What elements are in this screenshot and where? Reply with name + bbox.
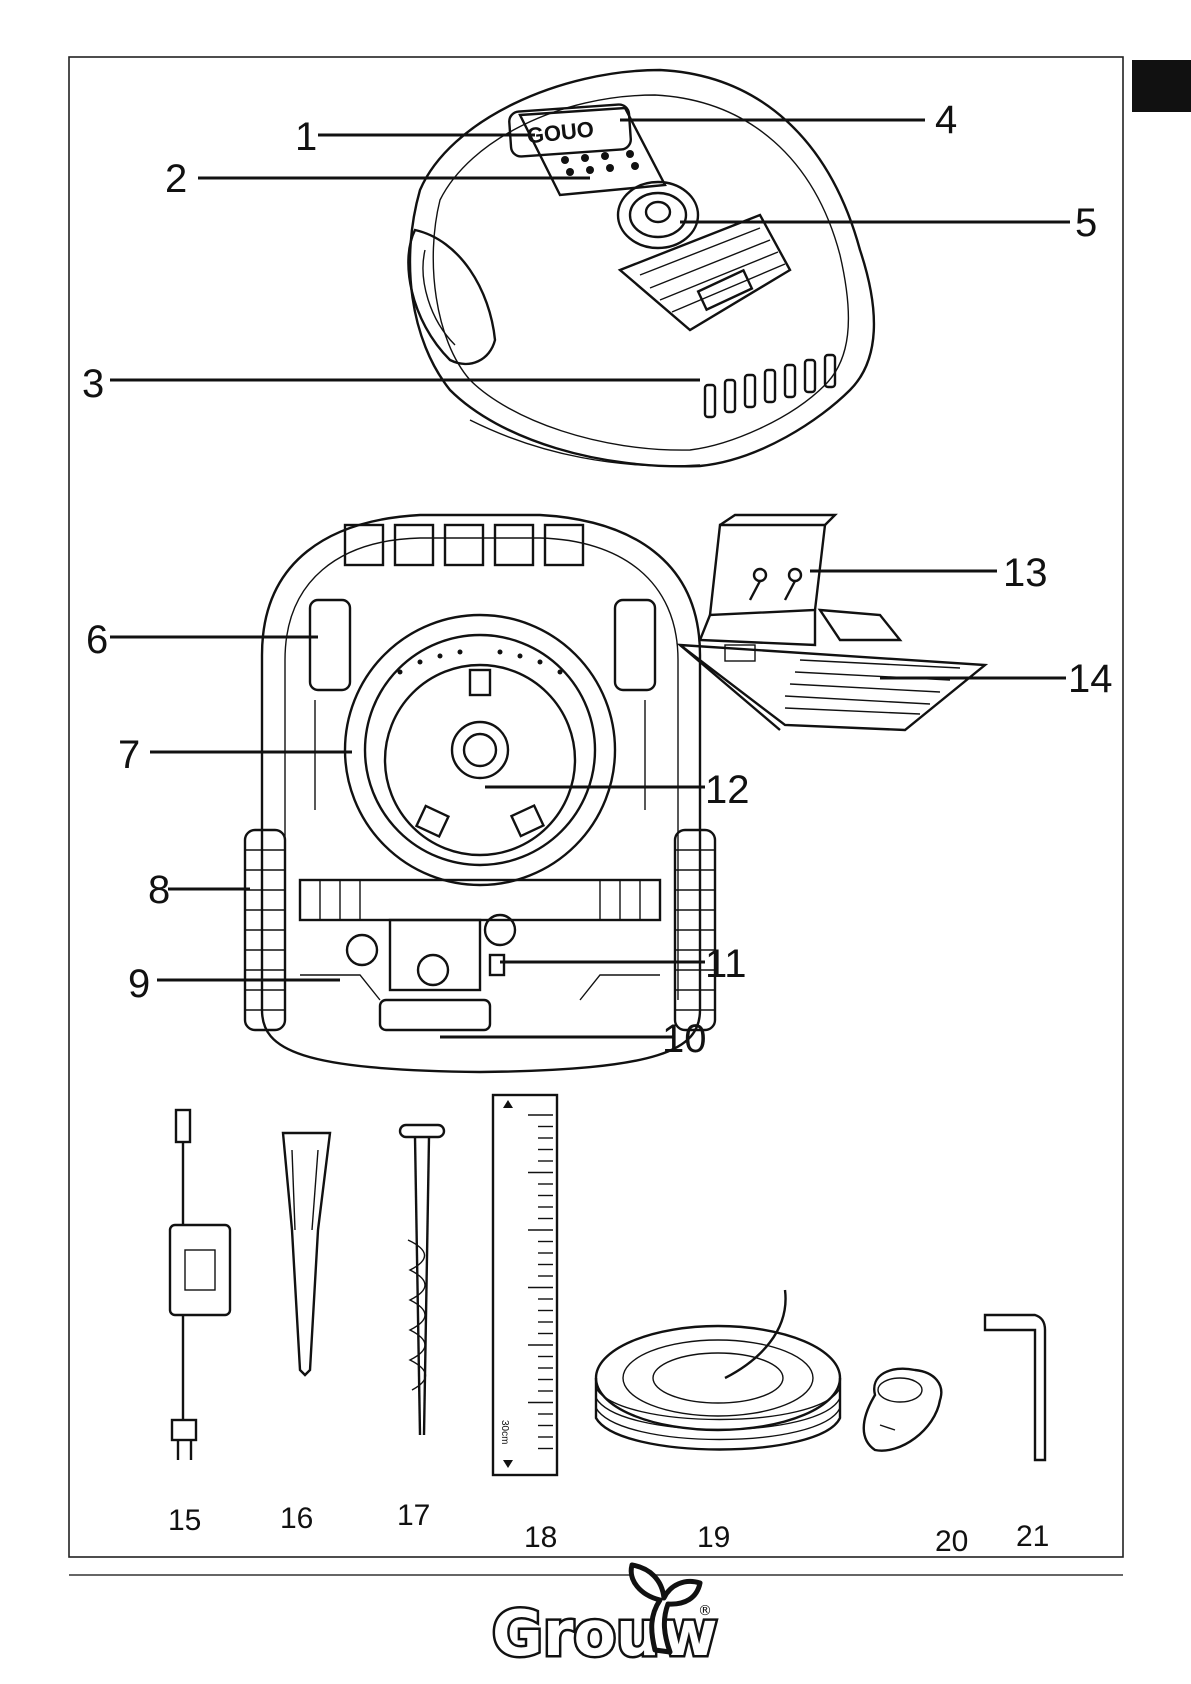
brand-logo: Grouw ® [492,1565,717,1670]
illustration-frame [69,57,1123,1557]
screw-peg [400,1125,444,1435]
mower-top-view: GOUO [408,70,874,466]
callout-4: 4 [935,98,957,142]
callout-8: 8 [148,868,170,912]
callout-20: 20 [935,1525,968,1558]
mower-bottom-view [245,515,715,1072]
ground-peg [283,1133,330,1375]
callout-15: 15 [168,1504,201,1537]
panel-lid-text: GOUO [526,117,595,149]
callout-11: 11 [705,942,747,986]
callout-17: 17 [397,1499,430,1532]
callout-5: 5 [1075,201,1097,245]
callout-numbers: 1 2 3 4 5 6 7 8 9 10 11 12 13 14 15 16 1… [82,98,1113,1558]
callout-12: 12 [705,768,750,812]
charging-station [680,515,985,730]
callout-21: 21 [1016,1520,1049,1553]
wire-connector [864,1369,942,1451]
registered-mark: ® [698,1603,712,1619]
callout-2: 2 [165,157,187,201]
callout-9: 9 [128,962,150,1006]
power-supply [170,1110,230,1460]
callout-18: 18 [524,1521,557,1554]
measuring-ruler: 30cm [493,1095,557,1475]
callout-19: 19 [697,1521,730,1554]
callout-13: 13 [1003,551,1048,595]
callout-1: 1 [295,115,317,159]
callout-16: 16 [280,1502,313,1535]
brand-wordmark: Grouw [492,1597,717,1670]
ruler-label: 30cm [499,1420,510,1444]
language-tab [1132,60,1191,112]
callout-10: 10 [662,1017,707,1061]
callout-7: 7 [118,733,140,777]
callout-6: 6 [86,618,108,662]
callout-14: 14 [1068,657,1113,701]
hex-key [985,1315,1045,1460]
boundary-wire-coil [596,1290,840,1450]
callout-3: 3 [82,362,104,406]
leader-lines [110,120,1070,1037]
